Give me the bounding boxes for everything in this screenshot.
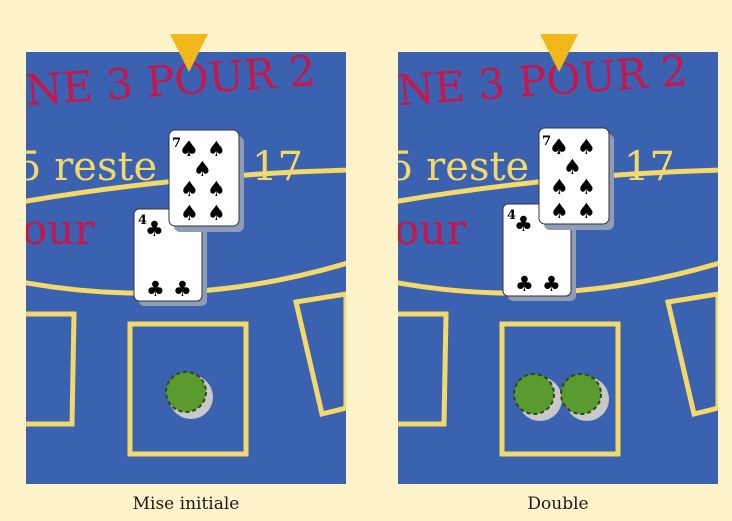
card-seven-spades: 7 ♠ ♠ ♠ ♠ ♠ ♠ ♠ ♠	[539, 128, 614, 230]
dealer-marker-triangle	[170, 34, 208, 72]
club-icon: ♣	[515, 272, 534, 296]
dealer-marker-triangle	[540, 34, 578, 72]
pour-text: our	[26, 205, 95, 254]
blackjack-table-initial-bet: NE 3 POUR 2 5 reste 17 our 4 ♣ ♣ ♣	[26, 52, 346, 484]
digit-text: 17	[624, 144, 675, 190]
blackjack-table-double: NE 3 POUR 2 5 reste 17 our 4 ♣ ♣ ♣	[398, 52, 718, 484]
club-icon: ♣	[542, 272, 561, 296]
spade-icon: ♠	[180, 177, 199, 201]
pour-text: our	[398, 205, 467, 254]
club-icon: ♣	[514, 212, 533, 236]
club-icon: ♣	[145, 217, 164, 241]
spade-icon: ♠	[550, 175, 569, 199]
spade-icon: ♠	[577, 199, 596, 223]
caption-initial-bet: Mise initiale	[26, 494, 346, 514]
caption-double: Double	[398, 494, 718, 514]
card-seven-spades: 7 ♠ ♠ ♠ ♠ ♠ ♠ ♠ ♠	[169, 130, 244, 232]
digit-text: 17	[252, 144, 303, 190]
club-icon: ♣	[173, 277, 192, 301]
spade-icon: ♠	[550, 199, 569, 223]
club-icon: ♣	[146, 277, 165, 301]
spade-icon: ♠	[207, 201, 226, 225]
spade-icon: ♠	[577, 175, 596, 199]
spade-icon: ♠	[207, 177, 226, 201]
spade-icon: ♠	[180, 201, 199, 225]
